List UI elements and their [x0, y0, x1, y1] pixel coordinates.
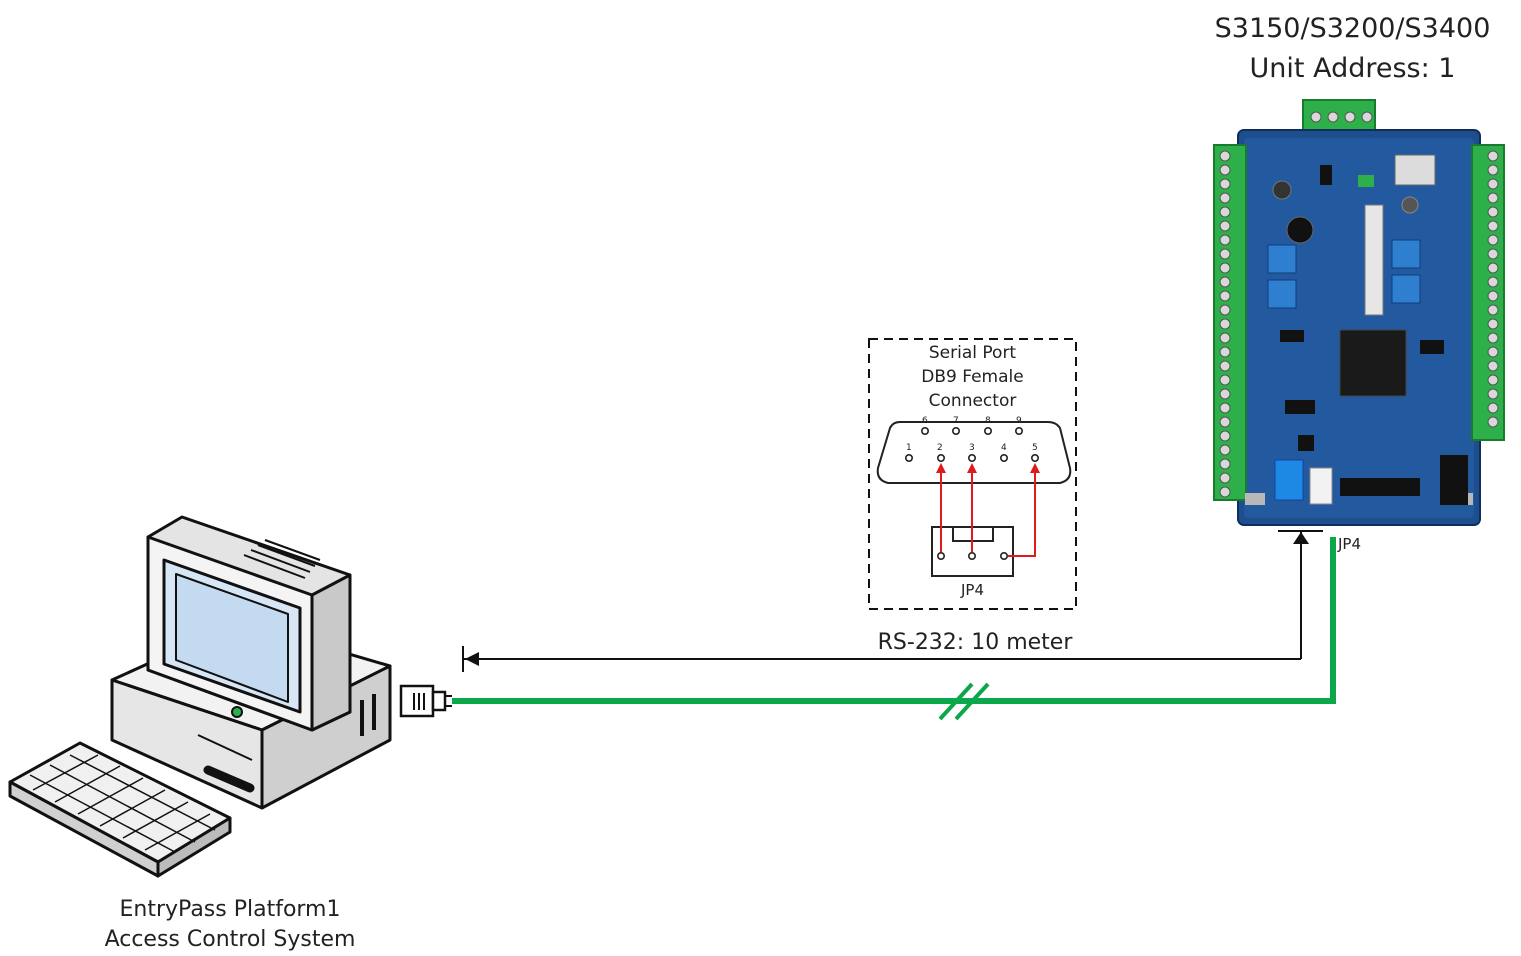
db9-pin-label: 9 [1016, 416, 1022, 426]
terminal-screw [1488, 179, 1498, 189]
terminal-screw [1220, 277, 1230, 287]
terminal-screw [1220, 403, 1230, 413]
terminal-screw [1220, 417, 1230, 427]
terminal-screw [1220, 473, 1230, 483]
terminal-screw [1488, 249, 1498, 259]
controller-board [1214, 100, 1504, 525]
terminal-screw [1220, 263, 1230, 273]
terminal-screw [1488, 263, 1498, 273]
rs232-link-label: RS-232: 10 meter [840, 628, 1110, 658]
board-jp4-label: JP4 [1338, 535, 1388, 553]
board-jp4-pointer [1278, 531, 1323, 659]
terminal-screw [1220, 179, 1230, 189]
pc-label-line2: Access Control System [40, 925, 420, 955]
terminal-screw [1220, 375, 1230, 385]
terminal-screw [1220, 361, 1230, 371]
terminal-screw [1220, 165, 1230, 175]
db9-pin-label: 8 [985, 416, 991, 426]
terminal-screw [1220, 221, 1230, 231]
terminal-screw [1488, 151, 1498, 161]
connector-title-line1: Serial Port [880, 342, 1065, 364]
terminal-screw [1220, 291, 1230, 301]
pc-label-line1: EntryPass Platform1 [40, 895, 420, 925]
terminal-screw [1488, 291, 1498, 301]
db9-pin-label: 2 [937, 443, 943, 453]
terminal-screw [1488, 361, 1498, 371]
controller-address-label: Unit Address: 1 [1190, 52, 1515, 86]
terminal-screw [1488, 389, 1498, 399]
terminal-screw [1488, 347, 1498, 357]
terminal-screw [1220, 487, 1230, 497]
terminal-screw [1488, 193, 1498, 203]
connector-title-line3: Connector [880, 390, 1065, 412]
connector-jp4-label: JP4 [932, 581, 1013, 599]
terminal-screw [1220, 207, 1230, 217]
terminal-screw [1488, 417, 1498, 427]
connector-title-line2: DB9 Female [880, 366, 1065, 388]
db9-pin-label: 6 [922, 416, 928, 426]
controller-model-label: S3150/S3200/S3400 [1190, 12, 1515, 46]
terminal-screw [1488, 221, 1498, 231]
terminal-screw [1488, 235, 1498, 245]
terminal-screw [1488, 305, 1498, 315]
db9-pin-label: 4 [1001, 443, 1007, 453]
terminal-screw [1220, 445, 1230, 455]
terminal-screw [1220, 459, 1230, 469]
terminal-screw [1488, 207, 1498, 217]
terminal-screw [1220, 333, 1230, 343]
terminal-screw [1488, 277, 1498, 287]
terminal-screw [1220, 319, 1230, 329]
terminal-screw [1488, 333, 1498, 343]
terminal-screw [1220, 235, 1230, 245]
pc-serial-plug [401, 686, 452, 716]
terminal-screw [1488, 165, 1498, 175]
terminal-screw [1220, 389, 1230, 399]
terminal-screw [1220, 305, 1230, 315]
terminal-screw [1220, 347, 1230, 357]
terminal-screw [1488, 403, 1498, 413]
db9-pin-label: 1 [906, 443, 912, 453]
computer-icon [10, 517, 390, 876]
db9-pin-label: 5 [1032, 443, 1038, 453]
terminal-screw [1220, 151, 1230, 161]
terminal-screw [1220, 249, 1230, 259]
db9-pin-label: 3 [969, 443, 975, 453]
terminal-screw [1488, 375, 1498, 385]
terminal-screw [1220, 193, 1230, 203]
terminal-screw [1220, 431, 1230, 441]
db9-pin-label: 7 [953, 416, 959, 426]
terminal-screw [1488, 319, 1498, 329]
